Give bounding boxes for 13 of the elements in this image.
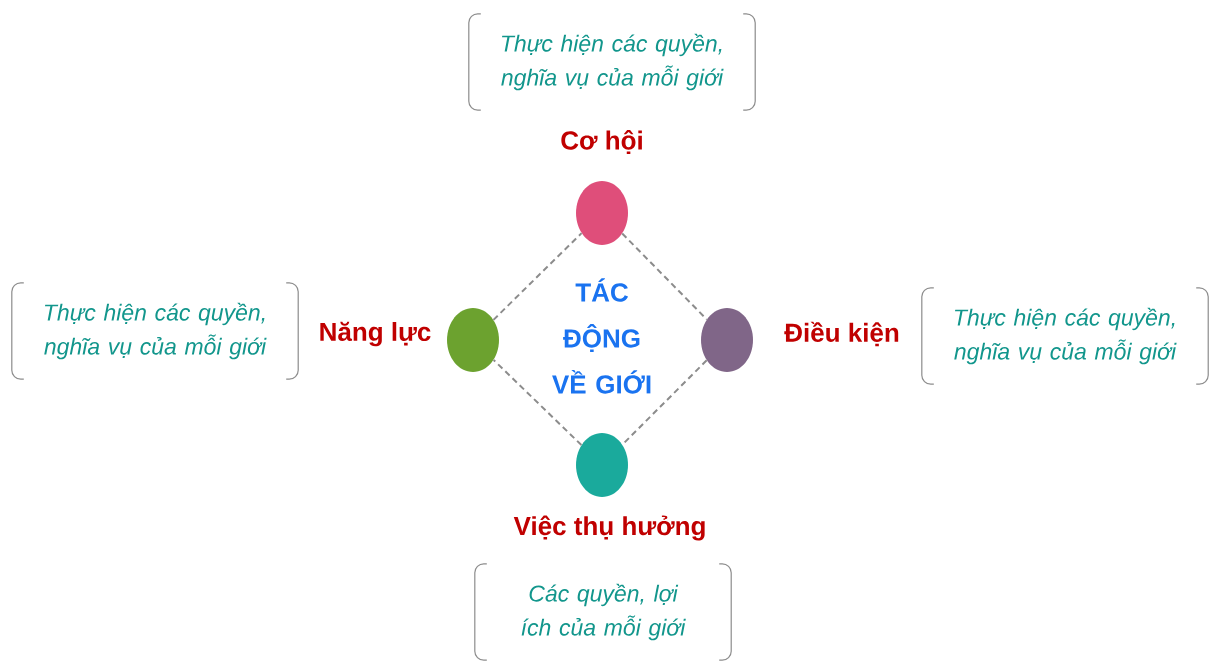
connector <box>492 358 583 447</box>
bracket-box: Các quyền, lợi ích của mỗi giới <box>474 563 732 661</box>
connector <box>492 232 583 321</box>
bracket-box: Thực hiện các quyền, nghĩa vụ của mỗi giới <box>11 282 299 380</box>
connector <box>621 232 708 321</box>
dot-label: Cơ hội <box>561 129 642 155</box>
center-title: TÁC ĐỘNG VỀ GIỚI <box>552 278 651 394</box>
dot-label: Năng lực <box>320 321 431 347</box>
bracket-box: Thực hiện các quyền, nghĩa vụ của mỗi giới <box>468 13 756 111</box>
dot-label: Việc thụ hưởng <box>513 515 705 541</box>
dot-label: Điều kiện <box>784 321 899 347</box>
bracket-box: Thực hiện các quyền, nghĩa vụ của mỗi giới <box>921 287 1209 385</box>
connector <box>621 359 708 446</box>
